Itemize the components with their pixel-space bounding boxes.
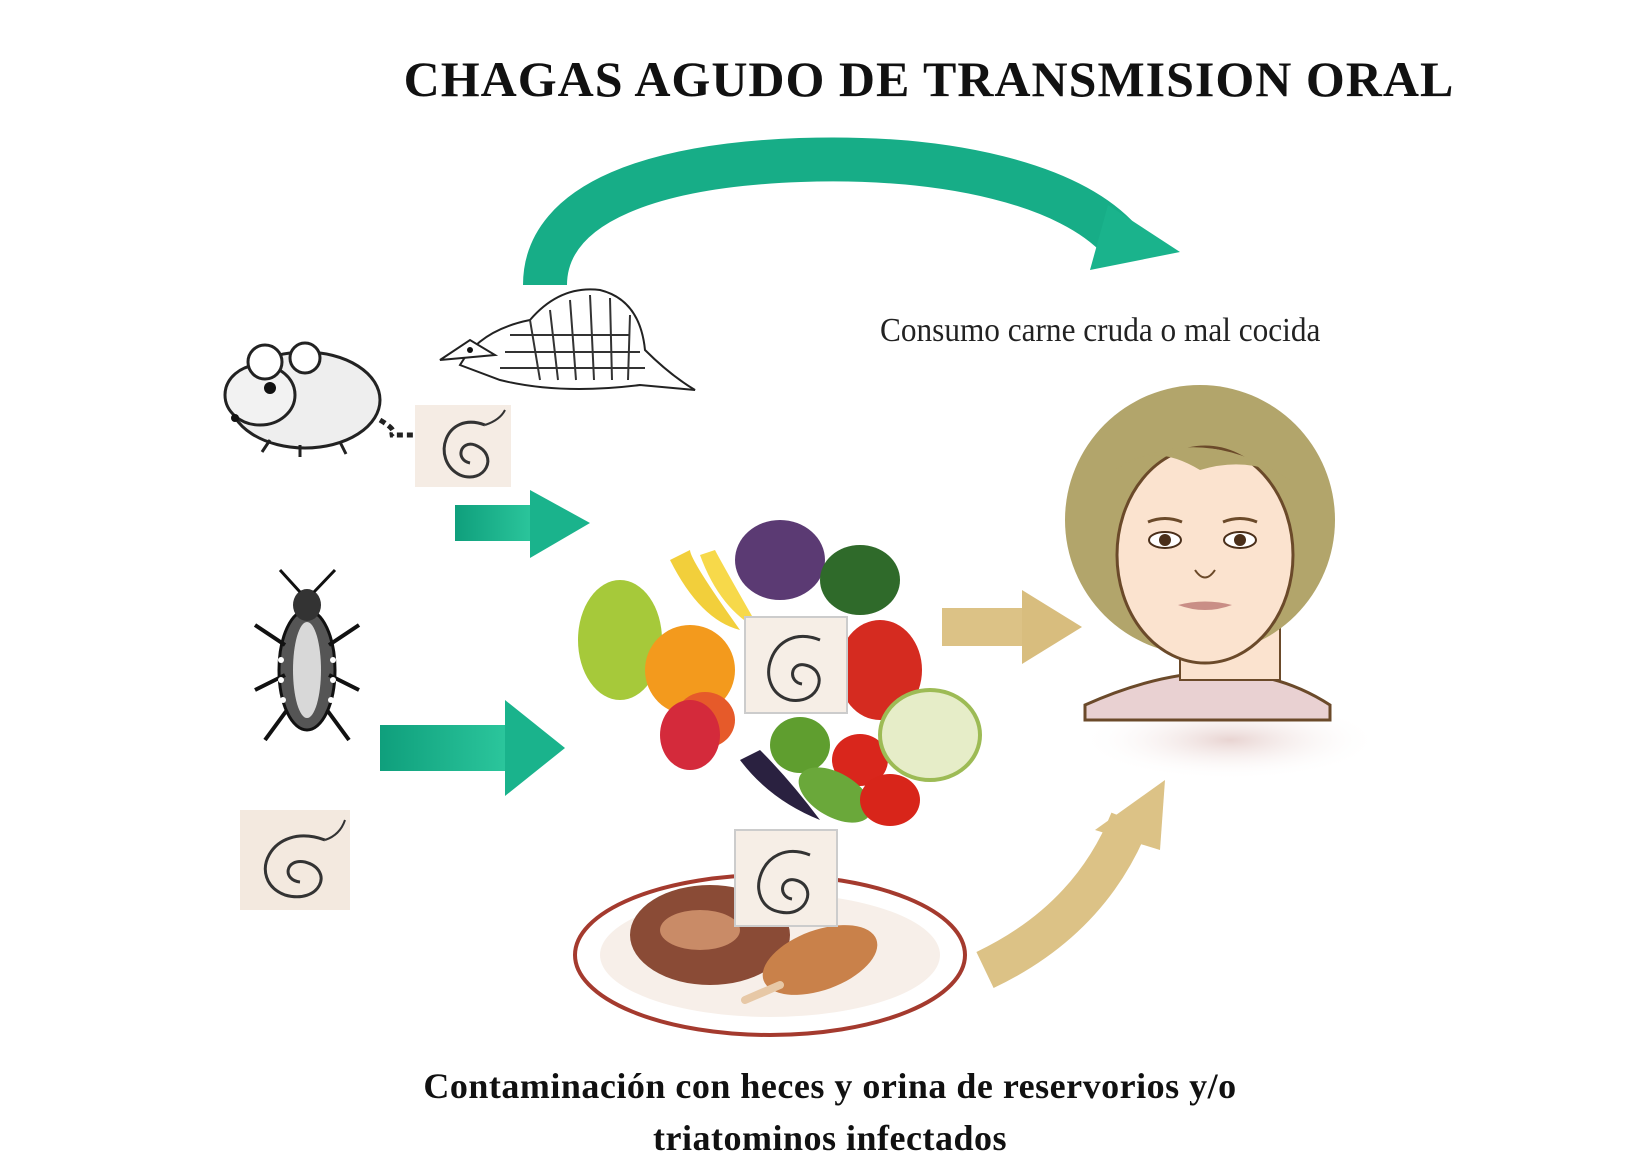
contamination-caption: Contaminación con heces y orina de reser… [240, 1060, 1420, 1164]
raw-meat-label: Consumo carne cruda o mal cocida [880, 312, 1321, 349]
caption-line-2: triatominos infectados [653, 1118, 1007, 1158]
caption-line-1: Contaminación con heces y orina de reser… [423, 1066, 1237, 1106]
trypanosome-icon [757, 850, 811, 915]
triatomine-bug-icon [253, 568, 361, 742]
person-face-icon [1065, 385, 1380, 780]
arrow-to-person [942, 590, 1082, 664]
trypanosome-icon [240, 810, 350, 910]
diagram-title: CHAGAS AGUDO DE TRANSMISION ORAL [403, 51, 1455, 107]
curved-arrow-meat-to-person [976, 780, 1165, 989]
trypanosome-icon [767, 635, 821, 702]
trypanosome-icon [415, 405, 511, 487]
rat-icon [223, 341, 420, 457]
curved-arrow-top [523, 137, 1180, 287]
fruits-vegetables-icon [578, 520, 982, 826]
meat-plate-icon [573, 829, 967, 1037]
arrow-upper-left [455, 490, 590, 558]
armadillo-icon [439, 288, 696, 391]
arrow-lower-left [380, 700, 565, 796]
